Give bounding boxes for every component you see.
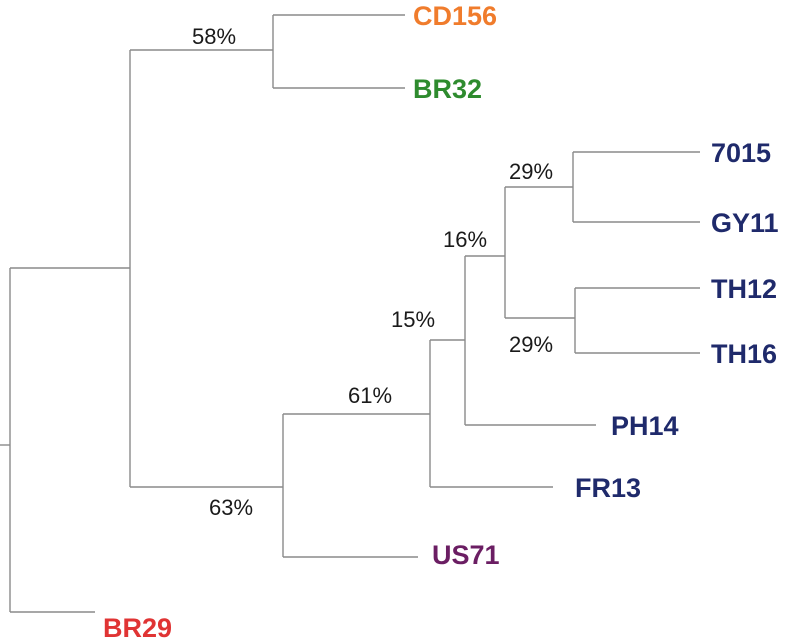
leaf-gy11: GY11 [711, 208, 779, 238]
support-with-fr13: 61% [348, 383, 392, 408]
leaf-br29: BR29 [103, 613, 172, 641]
leaf-ph14: PH14 [611, 411, 679, 441]
leaf-us71: US71 [432, 540, 500, 570]
support-cd156-br32: 58% [192, 24, 236, 49]
support-with-ph14: 15% [391, 307, 435, 332]
support-with-us71: 63% [209, 495, 253, 520]
support-inner-four: 16% [443, 227, 487, 252]
support-values: 58% 29% 16% 29% 15% 61% 63% [192, 24, 553, 520]
support-7015-gy11: 29% [509, 159, 553, 184]
leaf-br32: BR32 [413, 74, 482, 104]
tree-branches [0, 14, 700, 613]
leaf-cd156: CD156 [413, 1, 497, 31]
leaf-labels: CD156 BR32 7015 GY11 TH12 TH16 PH14 FR13… [103, 1, 779, 641]
leaf-7015: 7015 [711, 138, 771, 168]
leaf-fr13: FR13 [575, 473, 641, 503]
support-th12-th16: 29% [509, 332, 553, 357]
leaf-th16: TH16 [711, 339, 777, 369]
leaf-th12: TH12 [711, 274, 777, 304]
